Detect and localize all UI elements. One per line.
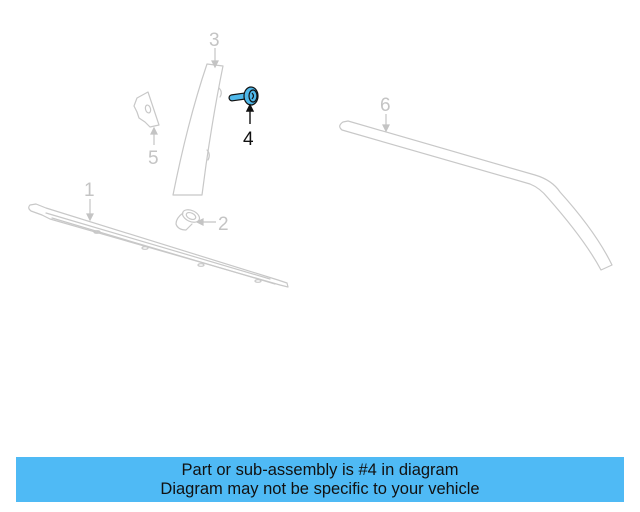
part-2-clip[interactable]: [175, 207, 201, 231]
callout-5: 5: [148, 148, 159, 169]
info-banner: Part or sub-assembly is #4 in diagram Di…: [16, 457, 624, 502]
part-3-pillar-applique[interactable]: [172, 63, 224, 196]
callout-1: 1: [84, 180, 95, 201]
callout-6: 6: [380, 95, 391, 116]
parts-diagram: 1 2 3 4 5 6: [28, 30, 613, 288]
leader-arrow-2: [195, 218, 216, 226]
callout-4: 4: [243, 129, 254, 150]
banner-line-disclaimer: Diagram may not be specific to your vehi…: [160, 480, 480, 498]
leader-arrow-6: [382, 114, 390, 133]
part-4-bolt-highlighted[interactable]: [228, 86, 259, 106]
part-5-bracket[interactable]: [133, 91, 160, 128]
leader-arrow-3: [211, 48, 219, 69]
leader-arrow-5: [150, 126, 158, 145]
leader-arrow-4: [245, 103, 255, 124]
leader-arrow-1: [86, 199, 94, 222]
part-1-sill-molding[interactable]: [28, 203, 289, 288]
banner-line-part-number: Part or sub-assembly is #4 in diagram: [181, 461, 459, 479]
callout-2: 2: [218, 214, 229, 235]
part-6-roof-molding[interactable]: [339, 120, 613, 271]
callout-3: 3: [209, 30, 220, 51]
